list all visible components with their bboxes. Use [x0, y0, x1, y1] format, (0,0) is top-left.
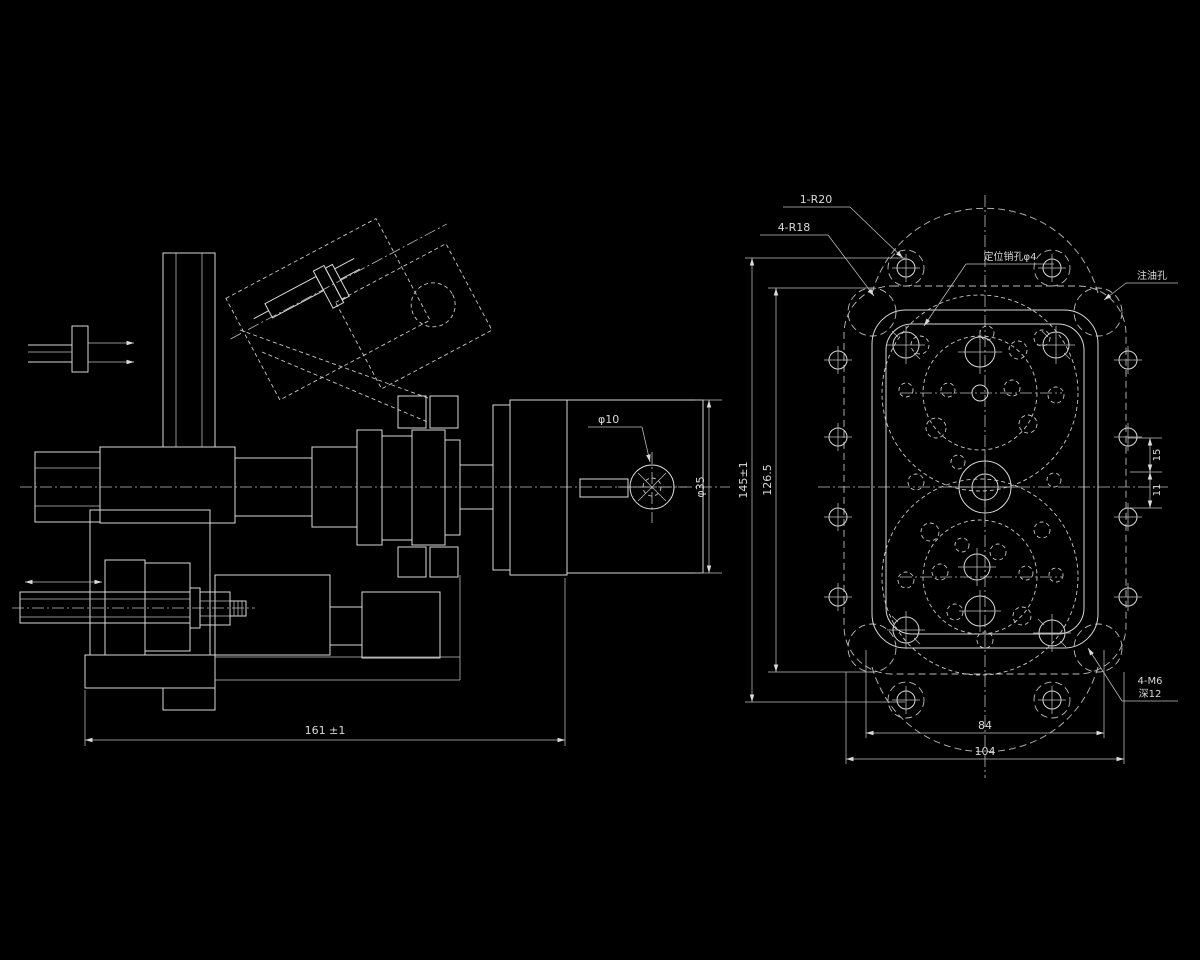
pin-hole-label: 定位销孔φ4	[984, 250, 1037, 263]
lower-shaft	[12, 579, 255, 629]
body-dia-label: φ35	[694, 476, 707, 497]
note-radius-corners: 4-R18	[760, 221, 875, 297]
offset-lower-label: 11	[1152, 484, 1163, 497]
upper-fitting	[28, 325, 134, 373]
dim-width-inner: 84	[865, 650, 1105, 738]
shaft-hole-dia-label: φ10	[598, 413, 619, 426]
dim-height-outer: 145±1	[737, 257, 905, 703]
overall-length-label: 161 ±1	[305, 724, 346, 737]
tap-note-line2: 深12	[1139, 688, 1162, 700]
vertical-column	[162, 252, 216, 448]
dim-width-outer: 104	[845, 672, 1125, 764]
width-inner-label: 84	[978, 719, 992, 732]
tilted-assembly	[225, 217, 493, 401]
radius-corners-label: 4-R18	[778, 221, 811, 234]
dim-offset-upper: 15	[1128, 437, 1163, 473]
dim-offset-lower: 11	[1130, 472, 1163, 509]
radius-top-label: 1-R20	[800, 193, 833, 206]
tap-note-line1: 4-M6	[1138, 676, 1163, 687]
note-oil-hole: 注油孔	[1103, 269, 1178, 301]
height-outer-label: 145±1	[737, 461, 750, 498]
dim-height-inner: 126.5	[761, 287, 874, 673]
shaft-bores	[950, 330, 1020, 632]
offset-upper-label: 15	[1152, 449, 1163, 462]
dim-overall-length: 161 ±1	[84, 578, 566, 746]
height-inner-label: 126.5	[761, 464, 774, 496]
phantom-connector-2	[261, 351, 431, 424]
note-pin-hole: 定位销孔φ4	[923, 250, 1054, 327]
note-tapped-holes: 4-M6 深12	[1087, 647, 1178, 702]
dim-body-dia: φ35	[694, 399, 722, 574]
oil-hole-label: 注油孔	[1137, 269, 1167, 282]
dim-shaft-hole: φ10	[588, 413, 651, 463]
front-view: 145±1 126.5 84 104 15	[737, 193, 1178, 778]
shaft-end-detail	[579, 452, 687, 523]
phantom-connector-1	[239, 329, 429, 399]
housing-body	[99, 395, 704, 578]
outer-flange-phantom	[843, 207, 1127, 753]
side-view: φ10 φ35	[12, 217, 730, 746]
note-radius-top: 1-R20	[783, 193, 904, 259]
width-outer-label: 104	[975, 745, 996, 758]
